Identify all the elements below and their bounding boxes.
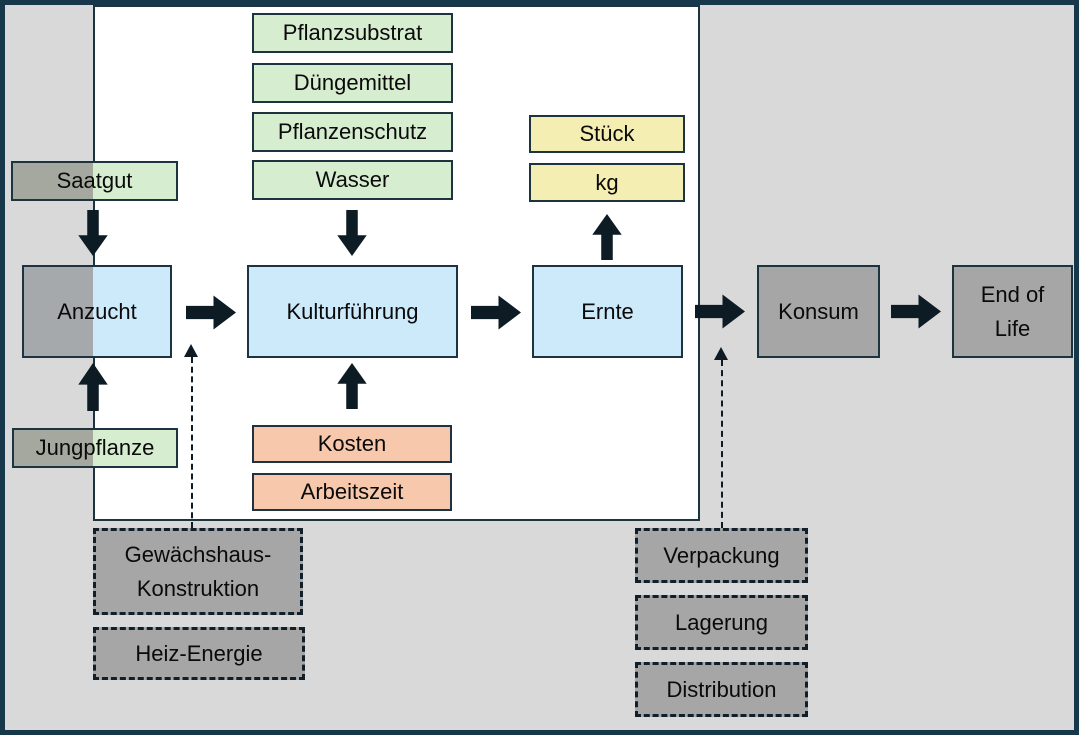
box-kosten: Kosten [252,425,452,463]
gewaechshaus-line1: Gewächshaus- [124,541,272,567]
box-jungpflanze: Jungpflanze [12,428,178,468]
box-anzucht: Anzucht [22,265,172,358]
box-verpackung: Verpackung [635,528,808,583]
box-duengemittel: Düngemittel [252,63,453,103]
box-lagerung: Lagerung [635,595,808,650]
dashed-arrowhead-verpackung-icon [714,347,728,360]
box-saatgut: Saatgut [11,161,178,201]
end-of-life-line2: Life [994,315,1031,341]
box-heiz-energie: Heiz-Energie [93,627,305,680]
box-pflanzsubstrat: Pflanzsubstrat [252,13,453,53]
box-ernte: Ernte [532,265,683,358]
dashed-line-verpackung-to-konsum [721,360,723,528]
dashed-line-gewaechshaus-to-kulturfuehrung [191,357,193,528]
box-end-of-life: End of Life [952,265,1073,358]
arrow-ernte-to-konsum-icon [695,294,745,329]
arrow-konsum-to-end-of-life-icon [891,294,941,329]
box-gewaechshaus-konstruktion: Gewächshaus- Konstruktion [93,528,303,615]
box-konsum: Konsum [757,265,880,358]
box-kulturfuehrung: Kulturführung [247,265,458,358]
box-distribution: Distribution [635,662,808,717]
end-of-life-line1: End of [980,281,1045,307]
dashed-arrowhead-gewaechshaus-icon [184,344,198,357]
gewaechshaus-line2: Konstruktion [136,575,260,601]
box-kg: kg [529,163,685,202]
box-arbeitszeit: Arbeitszeit [252,473,452,511]
box-stueck: Stück [529,115,685,153]
box-pflanzenschutz: Pflanzenschutz [252,112,453,152]
box-wasser: Wasser [252,160,453,200]
